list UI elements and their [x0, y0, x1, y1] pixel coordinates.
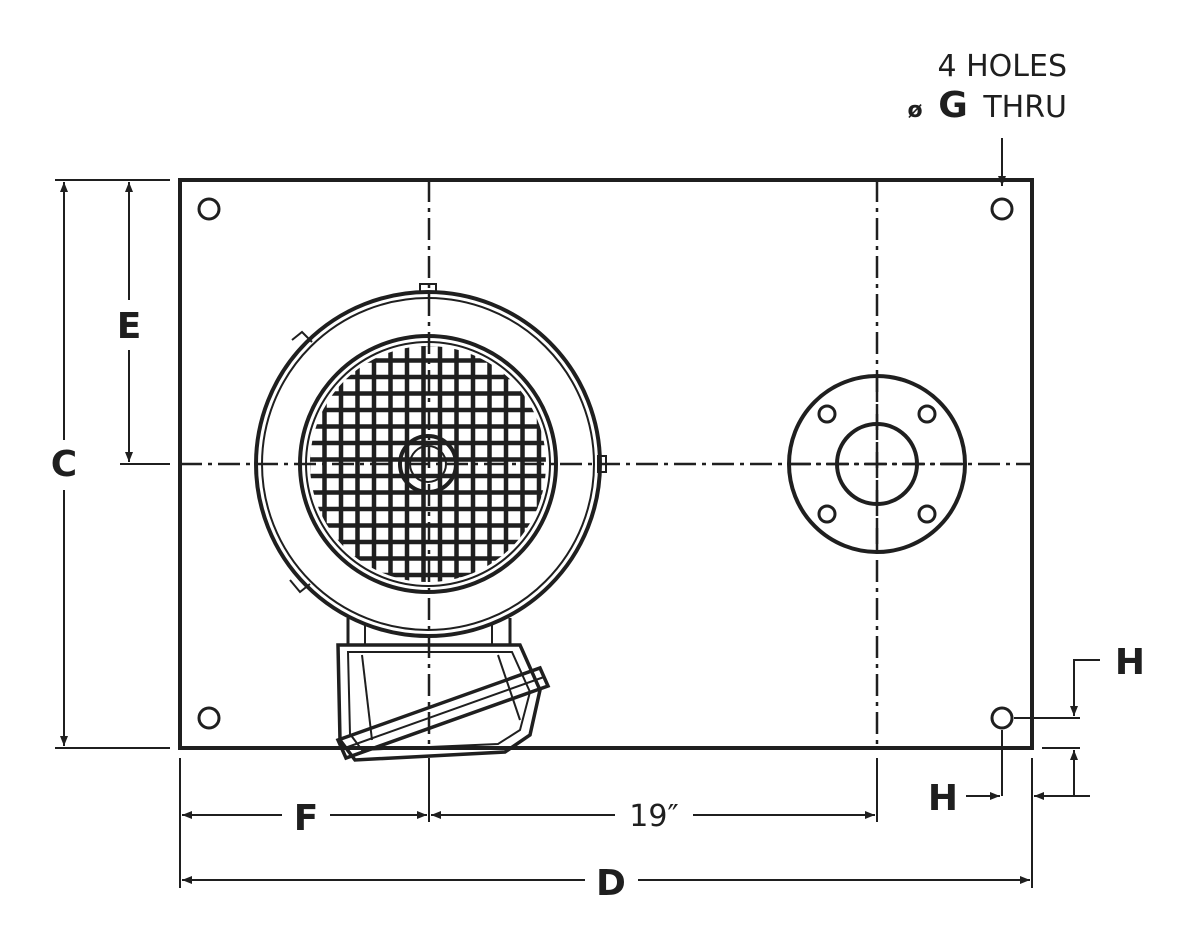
housing-lug-left	[291, 330, 313, 343]
dim-label-c: C	[51, 444, 77, 485]
outlet-flange	[787, 374, 967, 554]
dimension-h-vertical: H	[1070, 642, 1145, 796]
flange-bolt-hole	[817, 504, 837, 524]
motor-housing-ring	[261, 297, 595, 631]
blower-motor	[254, 283, 607, 638]
terminal-box-body	[336, 643, 542, 762]
fan-hub	[398, 434, 458, 494]
fan-cover-rim	[298, 334, 558, 594]
dim-label-e: E	[117, 306, 142, 347]
note-holes-count: 4 HOLES	[937, 49, 1067, 84]
note-thru: THRU	[982, 90, 1067, 125]
terminal-box	[335, 618, 551, 762]
mounting-hole-bottom-left	[197, 706, 221, 730]
extension-lines	[55, 179, 1080, 888]
note-hole-label: G	[938, 85, 968, 126]
dimension-c: C	[51, 182, 77, 746]
mounting-hole-top-left	[197, 197, 221, 221]
dim-label-spacing: 19″	[629, 799, 678, 834]
housing-boss-right	[597, 455, 607, 473]
fan-cover-rim-inner	[305, 341, 551, 587]
dimension-spacing: 19″	[431, 799, 875, 834]
housing-lug-left-lower	[289, 579, 311, 594]
dimension-e: E	[117, 182, 142, 462]
housing-boss-top	[419, 283, 437, 293]
fan-hub-center	[409, 445, 447, 483]
note-hole-size: ø G THRU	[908, 85, 1067, 126]
flange-bolt-hole	[917, 504, 937, 524]
dim-label-h-right: H	[1115, 642, 1145, 683]
mounting-hole-top-right	[990, 197, 1014, 221]
dim-label-d: D	[596, 863, 626, 904]
flange-bolt-hole	[817, 404, 837, 424]
dim-label-f: F	[294, 798, 319, 839]
flange-bolt-hole	[917, 404, 937, 424]
holes-note: 4 HOLES ø G THRU	[908, 49, 1067, 186]
dimension-f: F	[182, 798, 427, 839]
dimension-d: D	[182, 863, 1030, 904]
dim-label-h-bottom: H	[928, 778, 958, 819]
terminal-clamp-bar	[335, 665, 551, 761]
mounting-hole-bottom-right	[990, 706, 1014, 730]
dimension-h-horizontal: H	[928, 778, 1090, 819]
mounting-holes	[197, 197, 1014, 730]
diameter-symbol: ø	[908, 98, 923, 123]
